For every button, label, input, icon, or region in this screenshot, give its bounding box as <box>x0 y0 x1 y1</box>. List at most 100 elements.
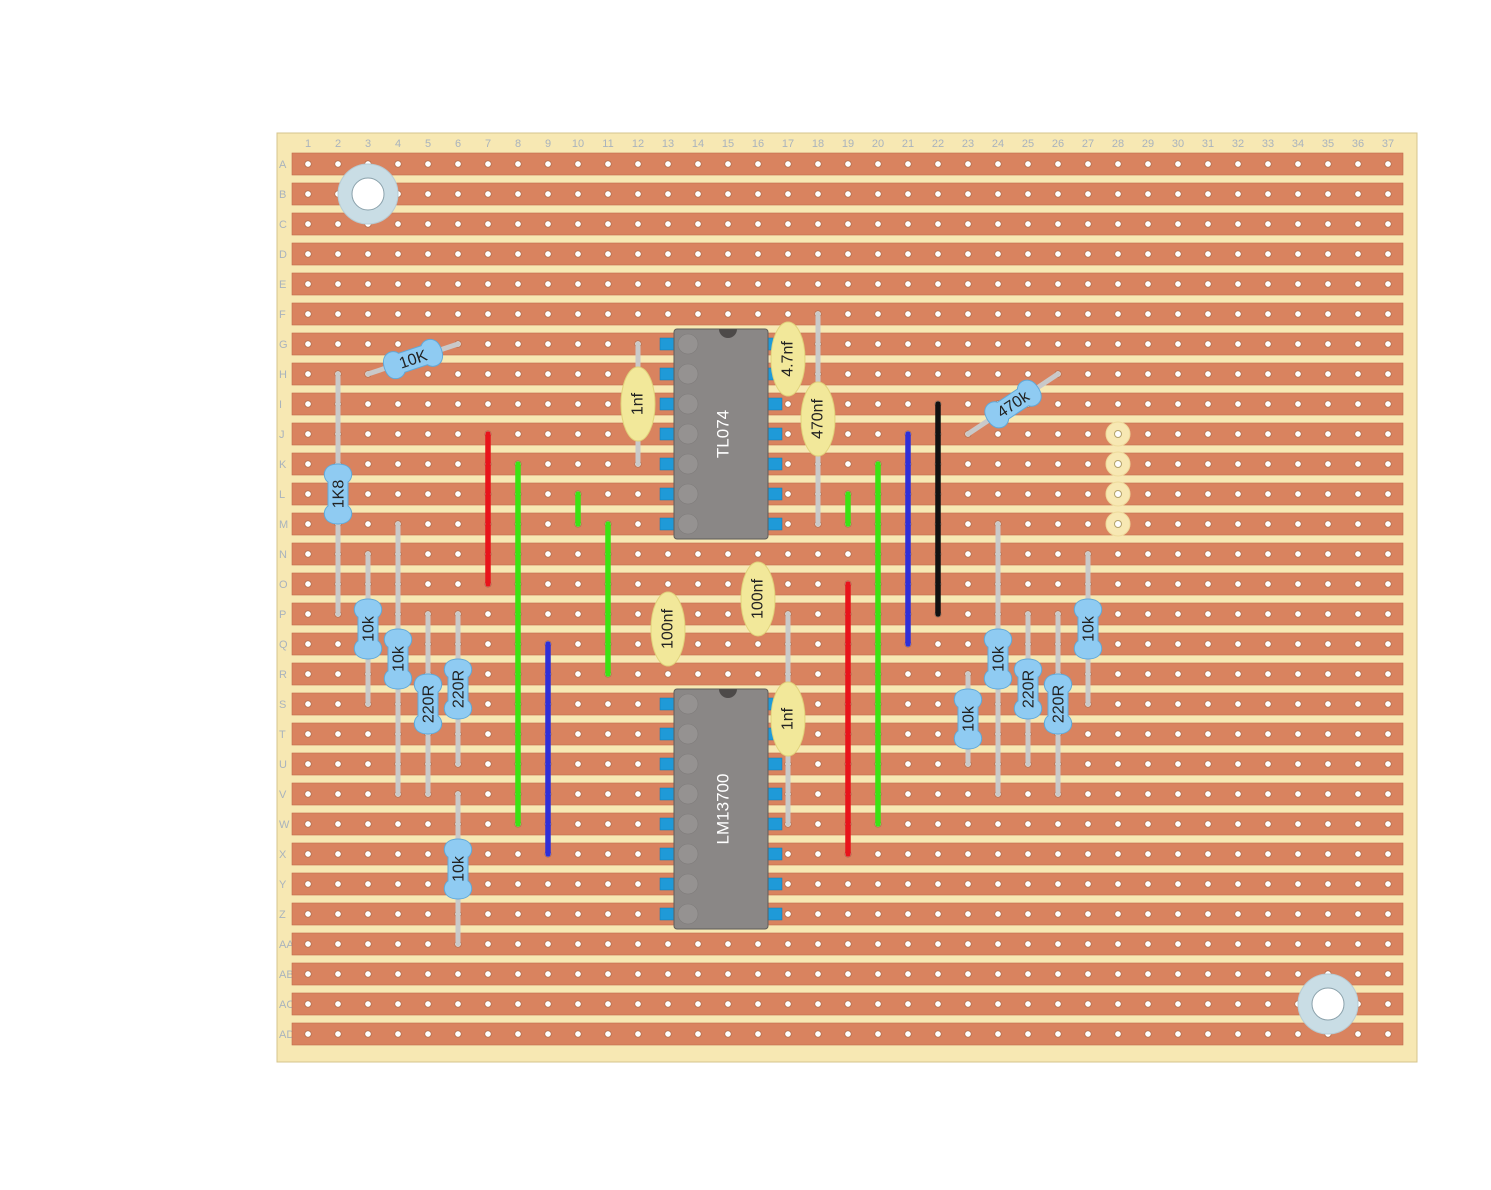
strip-hole <box>994 850 1002 858</box>
column-label: 29 <box>1142 138 1154 150</box>
strip-hole <box>634 670 642 678</box>
strip-hole <box>364 940 372 948</box>
strip-hole <box>364 850 372 858</box>
strip-hole <box>1144 760 1152 768</box>
row-label: AB <box>279 969 294 981</box>
strip-hole <box>1354 970 1362 978</box>
strip-hole <box>1294 820 1302 828</box>
strip-hole <box>1054 880 1062 888</box>
resistor-body: 10k <box>983 628 1013 690</box>
strip-hole <box>484 340 492 348</box>
strip-hole <box>1354 760 1362 768</box>
strip-hole <box>484 880 492 888</box>
strip-hole <box>934 160 942 168</box>
ic-pin-hole <box>677 693 699 715</box>
strip-hole <box>664 550 672 558</box>
strip-hole <box>1324 700 1332 708</box>
strip-hole <box>1144 520 1152 528</box>
strip-hole <box>1264 280 1272 288</box>
strip-hole <box>1054 220 1062 228</box>
strip-hole <box>1084 1000 1092 1008</box>
resistor-shape <box>983 628 1013 690</box>
strip-hole <box>364 250 372 258</box>
strip-hole <box>604 790 612 798</box>
column-label: 16 <box>752 138 764 150</box>
strip-hole <box>994 1030 1002 1038</box>
row-label: M <box>279 519 288 531</box>
strip-hole <box>994 1000 1002 1008</box>
strip-hole <box>1294 880 1302 888</box>
strip-hole <box>1144 730 1152 738</box>
resistor-body: 10k <box>1073 598 1103 660</box>
strip-hole <box>1354 820 1362 828</box>
strip-hole <box>1084 220 1092 228</box>
strip-hole <box>1174 280 1182 288</box>
strip-hole <box>1084 190 1092 198</box>
strip-hole <box>634 190 642 198</box>
strip-hole <box>1114 220 1122 228</box>
strip-hole <box>1204 790 1212 798</box>
strip-hole <box>1384 820 1392 828</box>
strip-hole <box>544 490 552 498</box>
strip-hole <box>694 580 702 588</box>
strip-hole <box>1324 880 1332 888</box>
header-pad-hole <box>1114 520 1122 528</box>
strip-hole <box>1354 490 1362 498</box>
strip-hole <box>814 670 822 678</box>
strip-hole <box>1264 670 1272 678</box>
strip-hole <box>484 370 492 378</box>
capacitor-body <box>650 591 686 667</box>
strip-hole <box>334 220 342 228</box>
resistor-shape <box>382 338 444 380</box>
strip-hole <box>1264 610 1272 618</box>
strip-hole <box>844 370 852 378</box>
strip-hole <box>544 160 552 168</box>
capacitor: 4.7nf <box>770 321 806 397</box>
resistor-label: 220R <box>1051 685 1068 723</box>
strip-hole <box>604 460 612 468</box>
strip-hole <box>634 940 642 948</box>
resistor-label: 10k <box>1081 615 1098 642</box>
strip-hole <box>1144 550 1152 558</box>
strip-hole <box>1144 310 1152 318</box>
strip-hole <box>1354 280 1362 288</box>
strip-hole <box>1294 340 1302 348</box>
strip-hole <box>1324 820 1332 828</box>
strip-hole <box>994 340 1002 348</box>
strip-hole <box>304 910 312 918</box>
strip-hole <box>664 250 672 258</box>
ic-pin-hole <box>677 423 699 445</box>
strip-hole <box>304 640 312 648</box>
strip-hole <box>814 550 822 558</box>
ic-pin-hole <box>677 333 699 355</box>
row-label: Z <box>279 909 286 921</box>
strip-hole <box>1054 970 1062 978</box>
header-pad-hole <box>1114 490 1122 498</box>
strip-hole <box>454 520 462 528</box>
strip-hole <box>364 970 372 978</box>
ic-pin <box>659 877 675 891</box>
strip-hole <box>544 190 552 198</box>
strip-hole <box>1084 280 1092 288</box>
column-label: 21 <box>902 138 914 150</box>
strip-hole <box>814 880 822 888</box>
strip-hole <box>1144 700 1152 708</box>
strip-hole <box>1294 190 1302 198</box>
strip-hole <box>634 730 642 738</box>
strip-hole <box>964 190 972 198</box>
strip-hole <box>334 940 342 948</box>
ic-pin-hole <box>677 393 699 415</box>
strip-hole <box>814 910 822 918</box>
strip-hole <box>1204 1030 1212 1038</box>
strip-hole <box>694 940 702 948</box>
strip-hole <box>844 160 852 168</box>
strip-hole <box>784 550 792 558</box>
resistor-label: 220R <box>421 685 438 723</box>
strip-hole <box>424 580 432 588</box>
strip-hole <box>304 700 312 708</box>
strip-hole <box>934 640 942 648</box>
strip-hole <box>1264 430 1272 438</box>
resistor: 1K8 <box>323 371 353 617</box>
strip-hole <box>1324 640 1332 648</box>
column-label: 12 <box>632 138 644 150</box>
